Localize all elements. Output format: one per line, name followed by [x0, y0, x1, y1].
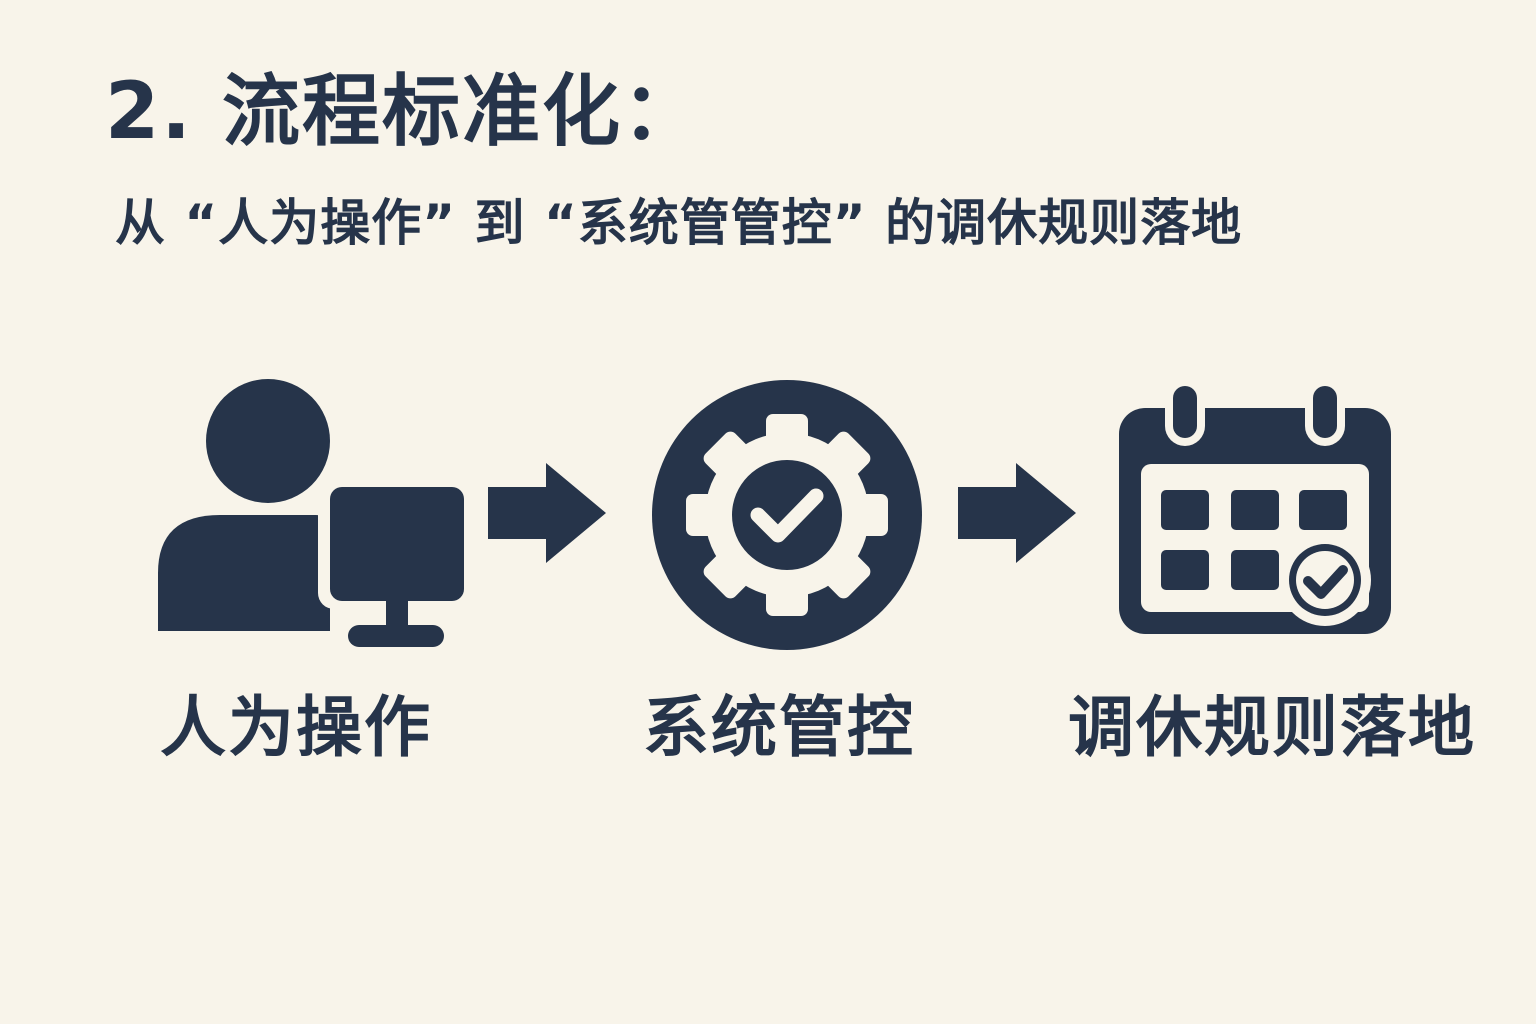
gear-check-icon [652, 380, 922, 650]
page-title: 2. 流程标准化： [105, 67, 703, 157]
calendar-check-icon [1119, 380, 1391, 634]
step-label-system-control: 系统管控 [643, 689, 915, 766]
arrow-right-icon [958, 463, 1076, 563]
arrow-right-icon [488, 463, 606, 563]
step-label-manual-operation: 人为操作 [160, 689, 432, 766]
page-subtitle: 从 “人为操作” 到 “系统管管控” 的调休规则落地 [115, 194, 1243, 252]
step-label-rule-implementation: 调休规则落地 [1068, 689, 1476, 766]
person-computer-icon [158, 379, 464, 647]
